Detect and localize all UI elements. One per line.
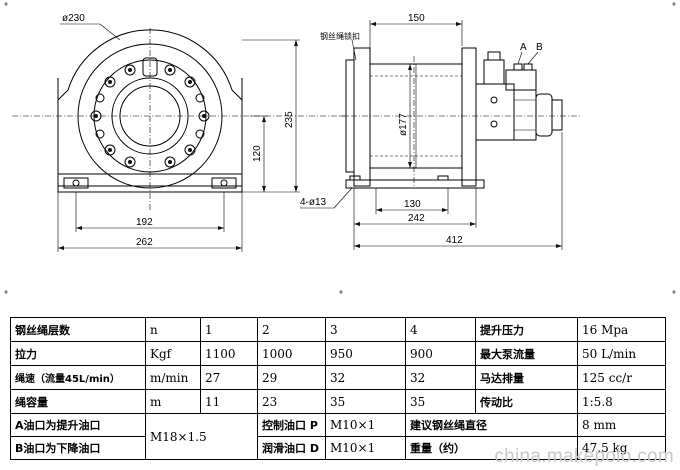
spec-cell: 950 [325,341,406,366]
port-a-note: A油口为提升油口 [10,413,146,437]
control-port-label: 控制油口 P [257,413,326,437]
port-thread: M18×1.5 [145,413,258,460]
oil-row: B油口为下降油口 润滑油口 D M10×1 重量（约） 47.5 kg [10,436,666,460]
spec-label: 最大泵流量 [475,341,578,366]
rope-clamp-label: 钢丝绳锁扣 [320,31,360,41]
hydraulic-motor [513,89,537,141]
dim-235: 235 [284,111,295,128]
dim-262: 262 [136,237,153,248]
spec-unit: n [145,317,201,342]
winch-technical-drawing: ø230 235 120 192 262 [4,2,676,294]
spec-label: 马达排量 [475,365,578,390]
flange-circle [77,43,223,189]
base-slots [63,177,237,189]
valve-block [505,69,537,91]
spec-cell: 32 [405,365,476,390]
spec-label: 拉力 [10,341,146,366]
holes-label: 4-ø13 [300,197,327,208]
dim-192: 192 [136,217,153,228]
spec-value: 16 Mpa [577,317,666,342]
port-b-note: B油口为下降油口 [10,436,146,460]
spec-cell: 900 [405,341,476,366]
dim-242: 242 [408,213,425,224]
oil-row: A油口为提升油口 M18×1.5 控制油口 P M10×1 建议钢丝绳直径 8 … [10,413,666,460]
spec-cell: 11 [200,389,258,414]
spec-unit: m [145,389,201,414]
spec-cell: 2 [257,317,326,342]
left-flange [353,47,371,187]
spec-row: 绳速（流量45L/min） m/min 27 29 32 32 马达排量 125… [10,365,666,390]
drum-arc [67,29,233,91]
rope-dia-value: 8 mm [577,413,666,437]
spec-row: 钢丝绳层数 n 1 2 3 4 提升压力 16 Mpa [10,317,666,342]
spec-label: 提升压力 [475,317,578,342]
spec-cell: 23 [257,389,326,414]
spec-cell: 4 [405,317,476,342]
spec-cell: 32 [325,365,406,390]
spec-table: 钢丝绳层数 n 1 2 3 4 提升压力 16 Mpa 拉力 Kgf 1100 … [10,317,666,460]
dim-120: 120 [252,145,263,162]
spec-label: 绳容量 [10,389,146,414]
spec-label: 钢丝绳层数 [10,317,146,342]
lube-port-value: M10×1 [325,436,406,460]
spec-cell: 35 [405,389,476,414]
port-a-label: A [520,42,527,53]
base-plate [57,173,243,193]
right-flange [461,47,477,187]
lube-port-label: 润滑油口 D [257,436,326,460]
spec-unit: m/min [145,365,201,390]
control-port-value: M10×1 [325,413,406,437]
spec-row: 拉力 Kgf 1100 1000 950 900 最大泵流量 50 L/min [10,341,666,366]
bolt-holes [90,64,210,168]
weight-value: 47.5 kg [577,436,666,460]
port-b-label: B [536,42,543,53]
dim-130: 130 [404,199,421,210]
spec-unit: Kgf [145,341,201,366]
rope-dia-label: 建议钢丝绳直径 [405,413,578,437]
spec-label: 传动比 [475,389,578,414]
spec-label: 绳速（流量45L/min） [10,365,146,390]
hub-circle [111,77,189,155]
dim-dia-177: ø177 [398,113,409,136]
spec-cell: 3 [325,317,406,342]
gearbox [475,83,515,141]
spec-cell: 35 [325,389,406,414]
side-base [345,179,485,189]
watermark: china.makepolo.com [494,446,674,467]
side-view: 钢丝绳锁扣 A B 150 ø177 130 242 412 [300,13,580,250]
spec-cell: 27 [200,365,258,390]
spec-row: 绳容量 m 11 23 35 35 传动比 1:5.8 [10,389,666,414]
spec-value: 125 cc/r [577,365,666,390]
corner-marks [4,2,676,294]
spec-cell: 29 [257,365,326,390]
spec-cell: 1 [200,317,258,342]
dim-dia-230: ø230 [62,13,85,24]
front-view: ø230 235 120 192 262 [12,13,350,252]
spec-value: 1:5.8 [577,389,666,414]
dim-412: 412 [446,235,463,246]
spec-value: 50 L/min [577,341,666,366]
flange-outline [57,78,243,187]
spec-cell: 1000 [257,341,326,366]
spec-cell: 1100 [200,341,258,366]
top-slot [142,57,158,77]
weight-label: 重量（约） [405,436,578,460]
dim-150: 150 [408,13,425,24]
